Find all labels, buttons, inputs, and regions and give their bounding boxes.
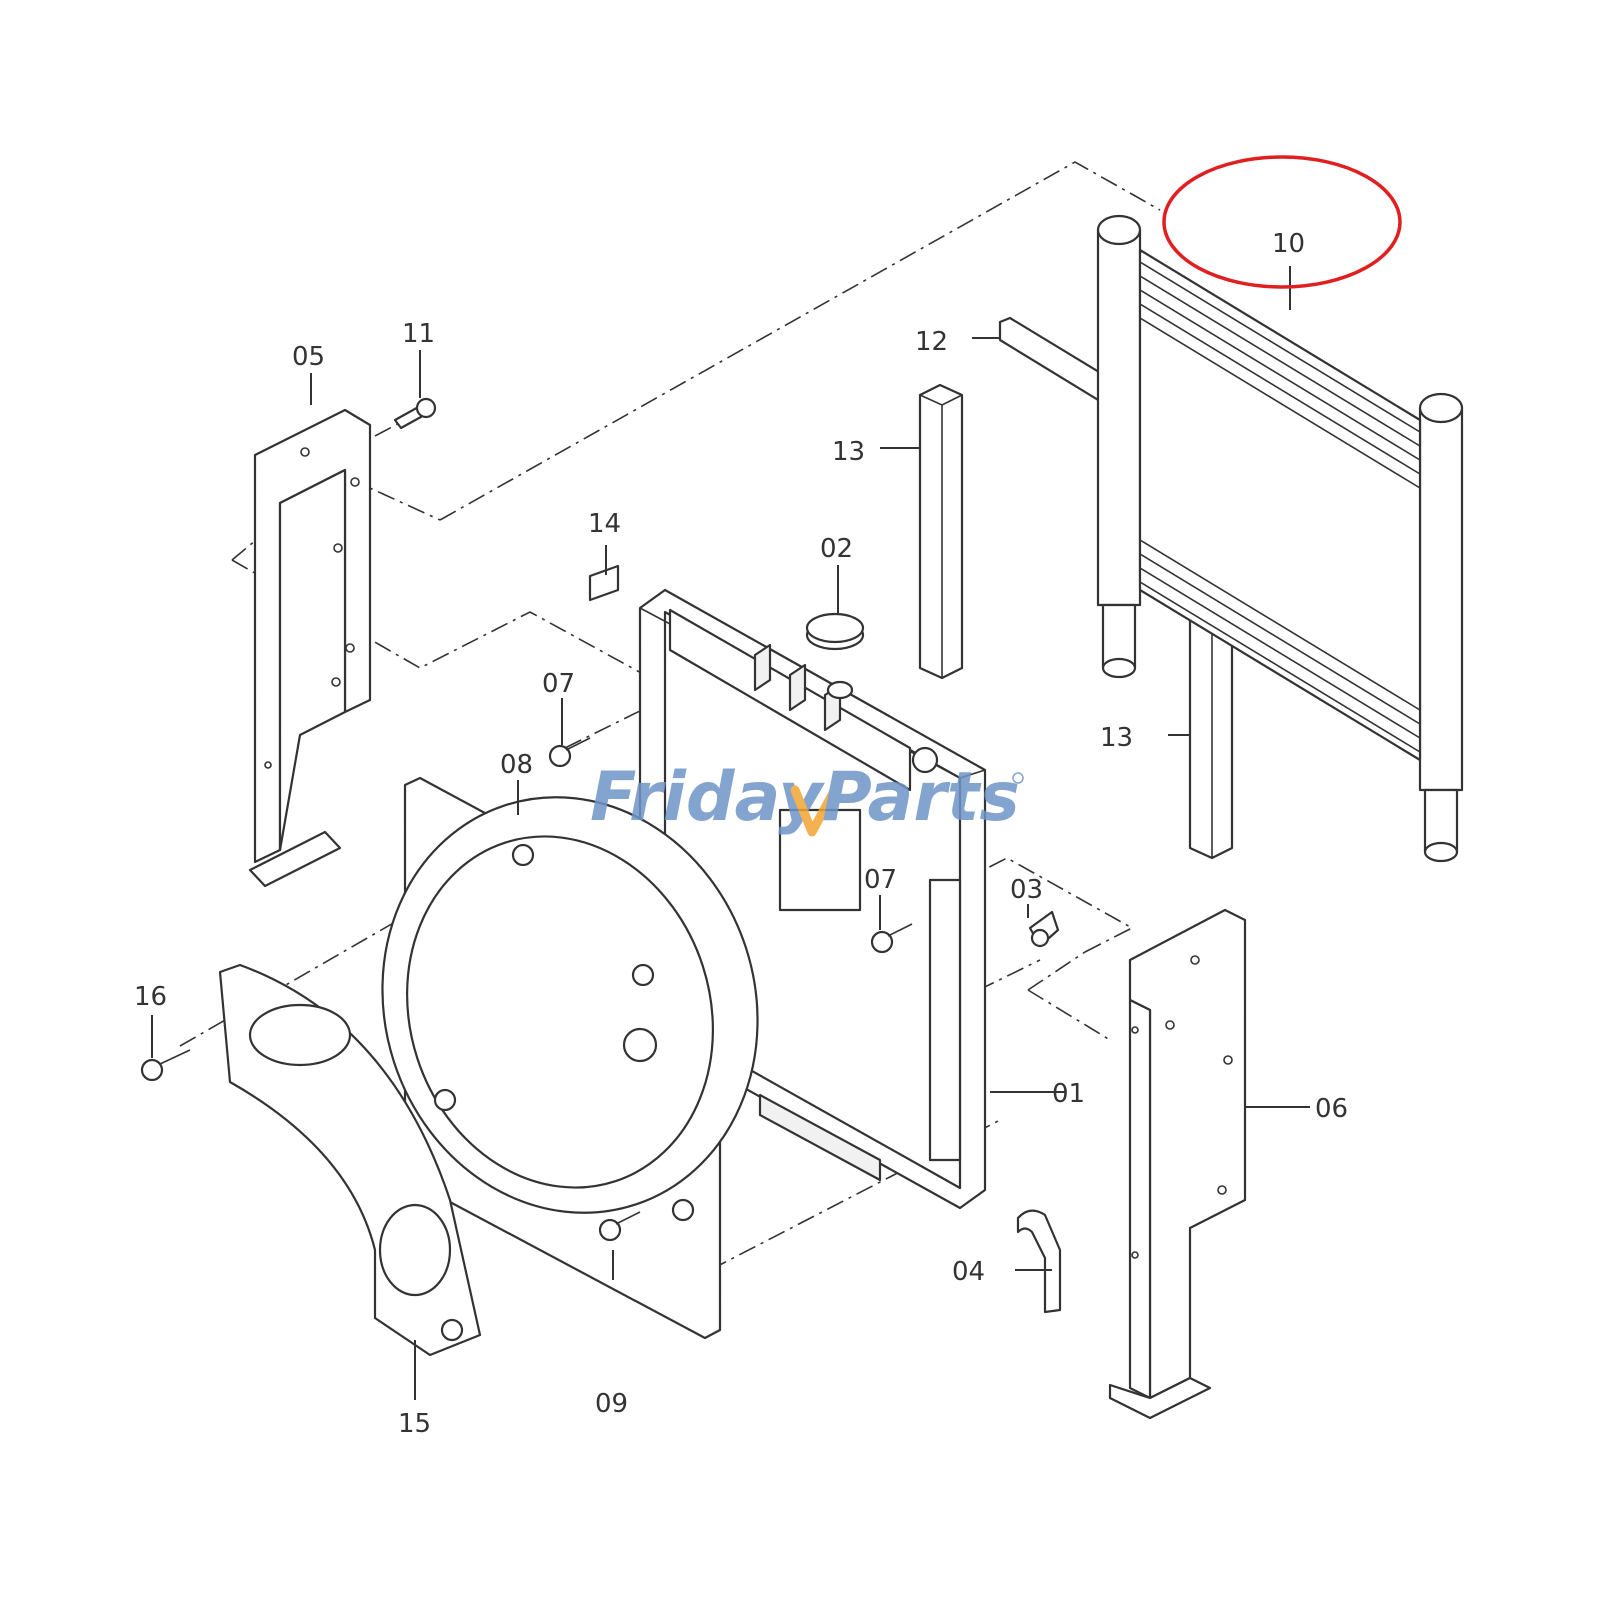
part-02-cap: [805, 612, 865, 700]
callout-05: 05: [292, 342, 325, 372]
svg-text:Parts: Parts: [822, 758, 1020, 837]
callout-04: 04: [952, 1257, 985, 1287]
callout-16: 16: [134, 982, 167, 1012]
part-14-label: [588, 564, 620, 602]
part-04-hose: [1016, 1209, 1062, 1314]
callout-02: 02: [820, 534, 853, 564]
part-05-left-bracket: [248, 408, 372, 888]
svg-text:Friday: Friday: [590, 758, 825, 837]
callout-labels: 01 02 03 04 05 06 07 07 08 09 10 11 12 1…: [134, 229, 1348, 1439]
callout-06: 06: [1315, 1094, 1348, 1124]
part-06-right-bracket: [1108, 908, 1247, 1420]
callout-13-upper: 13: [832, 437, 865, 467]
part-09-bolt: [598, 1211, 641, 1242]
callout-12: 12: [915, 327, 948, 357]
fridayparts-watermark-logo: Friday Parts: [590, 758, 1024, 837]
callout-03: 03: [1010, 875, 1043, 905]
callout-14: 14: [588, 509, 621, 539]
callout-10: 10: [1272, 229, 1305, 259]
callout-13-lower: 13: [1100, 723, 1133, 753]
part-16-bolt: [140, 1049, 191, 1082]
callout-01: 01: [1052, 1079, 1085, 1109]
part-13-block-upper: [918, 383, 964, 680]
highlight-circle: [1162, 155, 1402, 289]
callout-07-upper: 07: [542, 669, 575, 699]
leader-lines: [151, 266, 1310, 1400]
part-07-bolt-lower: [870, 923, 913, 954]
part-07-bolt-upper: [548, 737, 591, 768]
part-03-drain-cock: [1028, 910, 1060, 948]
callout-11: 11: [402, 319, 435, 349]
part-11-bolt: [393, 397, 437, 430]
part-15-fan-guard: [218, 963, 482, 1357]
part-08-fan-shroud: [381, 776, 759, 1340]
callout-07-lower: 07: [864, 865, 897, 895]
part-10-oil-cooler: [1096, 214, 1464, 863]
callout-15: 15: [398, 1409, 431, 1439]
callout-08: 08: [500, 750, 533, 780]
callout-09: 09: [595, 1389, 628, 1419]
